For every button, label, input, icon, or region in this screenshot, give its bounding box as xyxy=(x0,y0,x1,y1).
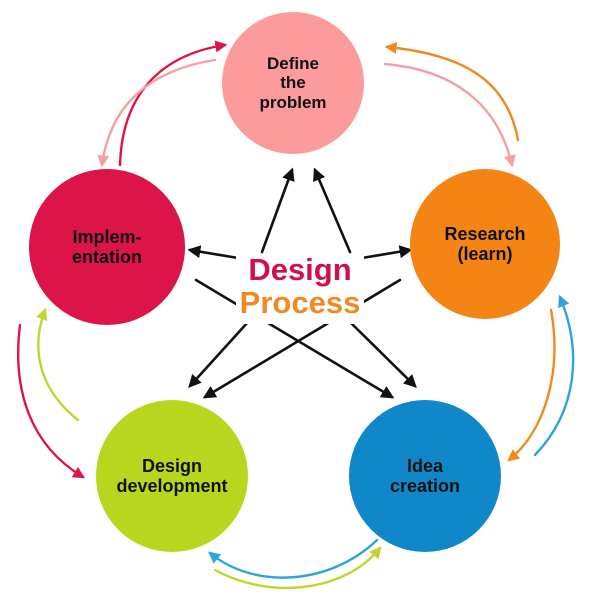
node-design-development: Design development xyxy=(96,400,248,552)
arrow-implementation-to-development xyxy=(16,323,86,479)
arrow-idea-to-development xyxy=(208,538,379,579)
node-label-line: Define xyxy=(267,54,319,74)
center-title-line2: Process xyxy=(239,285,361,320)
arrow-center-to-implementation xyxy=(187,245,240,260)
arrow-define-to-research xyxy=(383,62,516,168)
center-title-line1: Design xyxy=(248,252,352,287)
node-define-the-problem: Define the problem xyxy=(222,12,364,154)
node-label-line: the xyxy=(280,73,306,93)
node-label-line: Implem- xyxy=(72,226,142,247)
arrow-development-to-implementation xyxy=(36,307,80,422)
arrow-implementation-to-idea xyxy=(194,278,395,399)
node-label-line: creation xyxy=(389,476,461,496)
arrow-center-to-research xyxy=(360,245,413,260)
center-title: Design Process xyxy=(236,254,364,324)
arrow-center-to-define-right xyxy=(313,167,352,254)
node-label-line: problem xyxy=(259,92,327,112)
arrow-define-to-implementation xyxy=(97,58,217,168)
node-implementation: Implem- entation xyxy=(29,169,185,325)
node-label-line: (learn) xyxy=(457,244,513,264)
arrow-development-to-idea xyxy=(213,546,382,589)
node-label-line: Idea xyxy=(406,455,444,476)
arrow-research-to-development xyxy=(202,278,402,399)
node-label-line: Research xyxy=(444,223,526,244)
arrow-research-to-define xyxy=(384,41,520,142)
node-label-line: entation xyxy=(72,247,142,267)
arrow-center-to-define-left xyxy=(260,167,295,254)
arrow-idea-to-research xyxy=(533,294,575,457)
arrow-research-to-idea xyxy=(507,308,556,462)
arrow-center-to-idea xyxy=(348,320,417,388)
arrow-center-to-development xyxy=(188,320,250,388)
node-label-line: Design xyxy=(141,455,202,476)
node-label-line: development xyxy=(116,476,228,496)
node-idea-creation: Idea creation xyxy=(349,400,501,552)
arrow-implementation-to-define xyxy=(118,40,228,167)
node-research-learn: Research (learn) xyxy=(410,169,560,319)
